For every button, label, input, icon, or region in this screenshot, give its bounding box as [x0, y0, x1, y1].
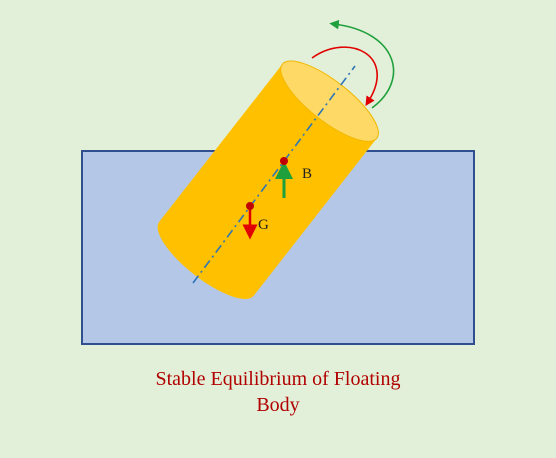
buoyancy-centre-point: [280, 157, 288, 165]
caption-line-1: Stable Equilibrium of Floating: [155, 368, 401, 390]
gravity-centre-point: [246, 202, 254, 210]
floating-cylinder: [157, 60, 379, 299]
cylinder-top: [280, 60, 379, 142]
label-b: B: [302, 166, 312, 182]
green-rotation-arrow: [329, 19, 395, 109]
diagram-caption: Stable Equilibrium of Floating Body: [0, 366, 556, 418]
cylinder-side: [157, 64, 377, 299]
body-axis-line: [192, 65, 356, 284]
caption-line-2: Body: [256, 394, 300, 416]
red-rotation-arrow: [311, 46, 378, 107]
label-g: G: [258, 217, 269, 233]
